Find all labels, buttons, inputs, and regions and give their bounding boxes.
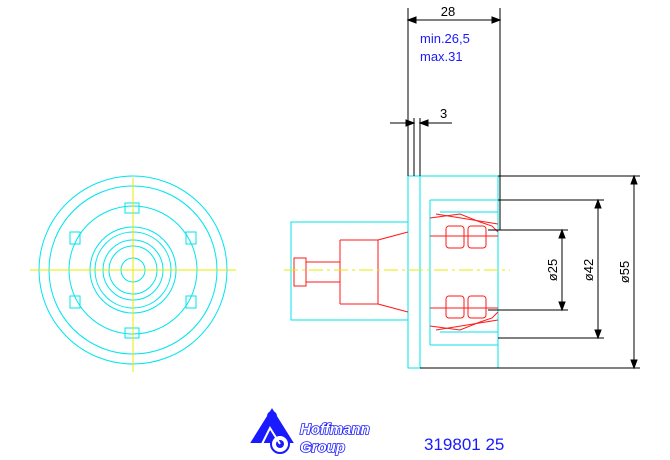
front-view-center-lines [30,178,236,372]
cyclist-logo-icon [250,408,294,454]
dimension-range-min: min.26,5 [420,31,470,46]
dimension-dia-55: ø55 [617,261,632,283]
dimension-length-28: 28 [441,4,455,19]
dimension-dia-42: ø42 [581,259,596,281]
side-view-section [293,213,499,331]
dimension-offset-3: 3 [440,106,447,121]
side-view-outline [290,175,499,369]
logo-line-1: Hoffmann [300,421,370,438]
dimension-dia-25: ø25 [545,259,560,281]
part-number: 319801 25 [424,435,504,454]
dimension-range-max: max.31 [420,49,463,64]
dimension-lines [390,8,640,370]
logo-line-2: Group [300,439,345,456]
